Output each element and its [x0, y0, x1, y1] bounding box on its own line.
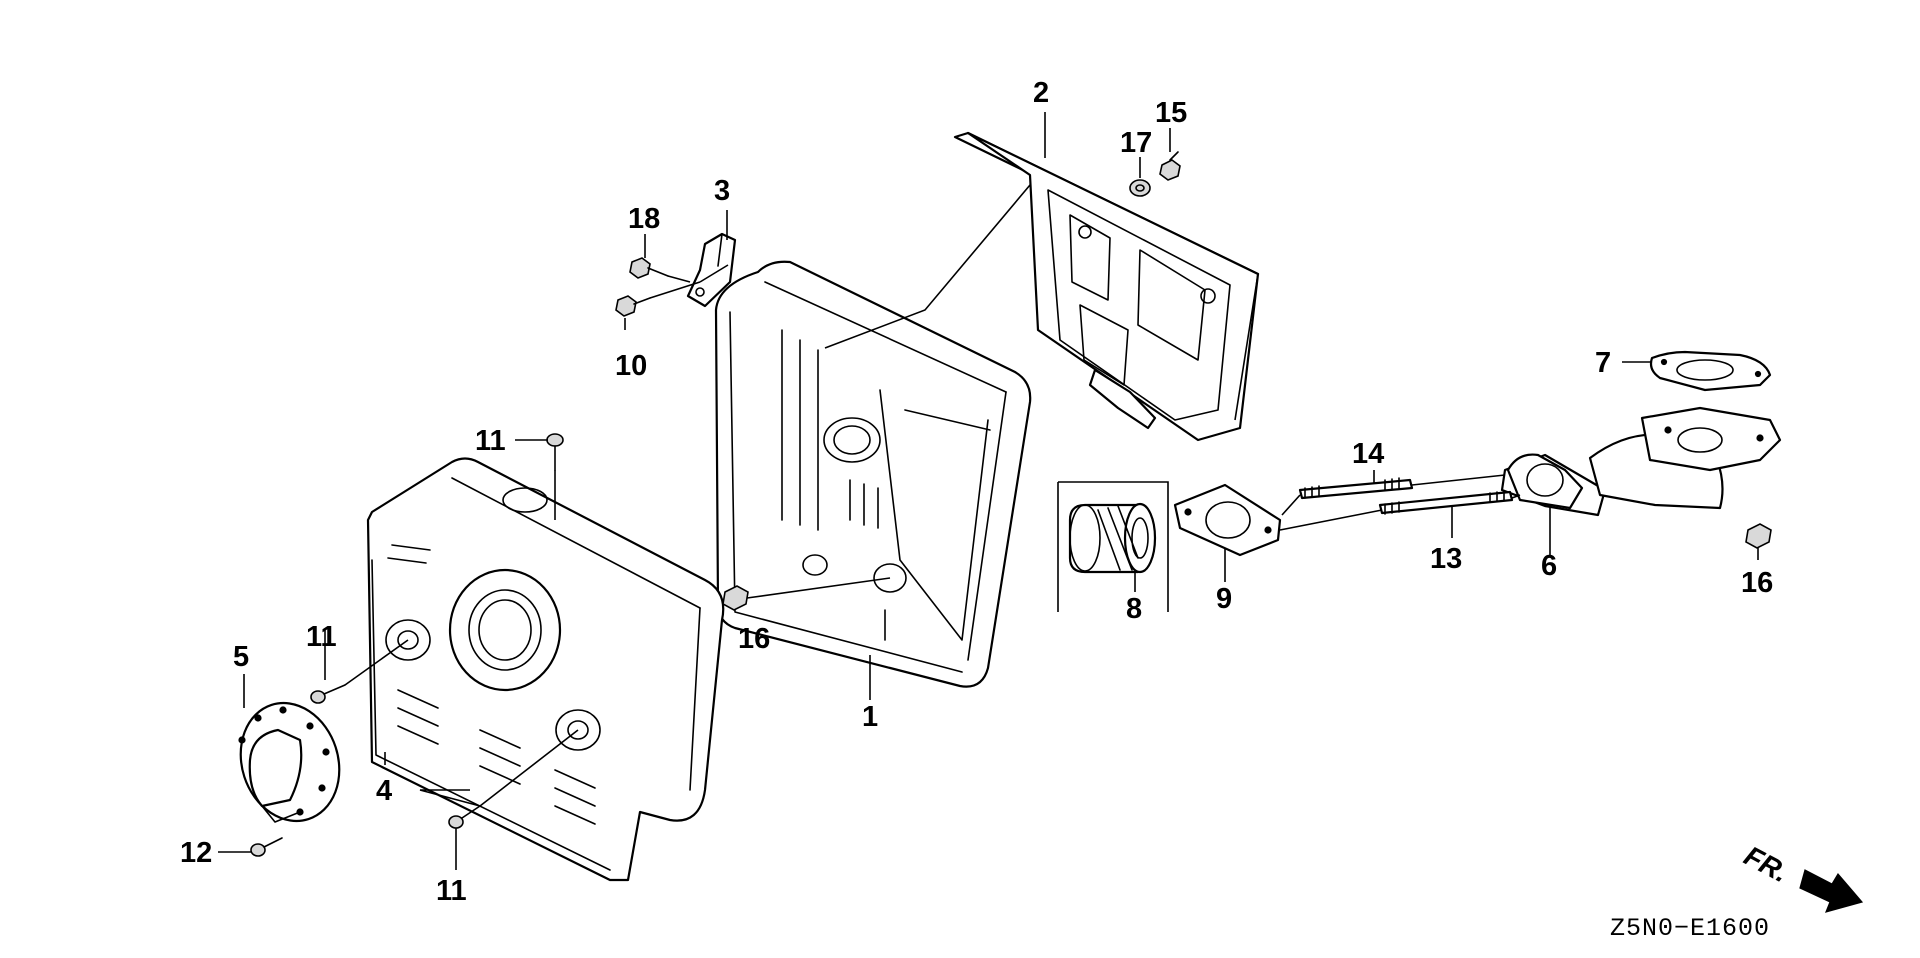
- part-11-screw-left: [310, 684, 346, 704]
- callout-2: 2: [1033, 77, 1049, 109]
- callout-7: 7: [1595, 347, 1611, 379]
- callout-11-left: 11: [306, 621, 337, 653]
- callout-18: 18: [628, 203, 660, 235]
- part-6-exhaust-pipe: [1500, 406, 1782, 517]
- callout-1: 1: [862, 701, 878, 733]
- part-12-screw: [250, 837, 283, 857]
- callout-11-bottom: 11: [436, 875, 467, 907]
- callout-11-top: 11: [475, 425, 506, 457]
- part-13-stud: [1378, 490, 1514, 515]
- callout-17: 17: [1120, 127, 1152, 159]
- callout-16-left: 16: [738, 623, 770, 655]
- part-10-bolt: [615, 295, 651, 317]
- diagram-code: Z5N0−E1600: [1610, 914, 1770, 943]
- callout-13: 13: [1430, 543, 1462, 575]
- part-17-washer: [1129, 179, 1151, 197]
- callout-labels: 2 15 17 3 18 10 11 11 11 5 4 12 16 1 8 9…: [180, 77, 1773, 907]
- part-1-muffler: [714, 260, 1032, 688]
- callout-4: 4: [376, 775, 392, 807]
- callout-5: 5: [233, 641, 249, 673]
- callout-8: 8: [1126, 593, 1142, 625]
- part-3-clip: [686, 232, 737, 308]
- front-direction-indicator: FR.: [1739, 840, 1864, 913]
- part-11-screw-top: [546, 433, 564, 471]
- front-arrow-icon: [1799, 869, 1864, 913]
- callout-14: 14: [1352, 438, 1384, 470]
- part-15-bolt: [1159, 151, 1181, 181]
- callout-16-right: 16: [1741, 567, 1773, 599]
- part-11-screw-bottom: [448, 805, 481, 829]
- part-9-gasket: [1173, 483, 1282, 557]
- part-4-protector: [366, 457, 725, 882]
- callout-9: 9: [1216, 583, 1232, 615]
- callout-6: 6: [1541, 550, 1557, 582]
- part-14-stud: [1298, 477, 1414, 500]
- part-5-cap: [238, 701, 341, 823]
- part-7-gasket: [1649, 350, 1772, 392]
- part-2-protector: [953, 131, 1260, 442]
- callout-10: 10: [615, 350, 647, 382]
- callout-15: 15: [1155, 97, 1187, 129]
- part-16-nut-left: [722, 585, 749, 611]
- part-8-screen: [1057, 481, 1169, 612]
- callout-12: 12: [180, 837, 212, 869]
- fr-label: FR.: [1739, 840, 1793, 889]
- leader-lines: [218, 112, 1759, 870]
- part-18-bolt: [629, 257, 669, 279]
- part-16-nut-right: [1745, 523, 1772, 549]
- callout-3: 3: [714, 175, 730, 207]
